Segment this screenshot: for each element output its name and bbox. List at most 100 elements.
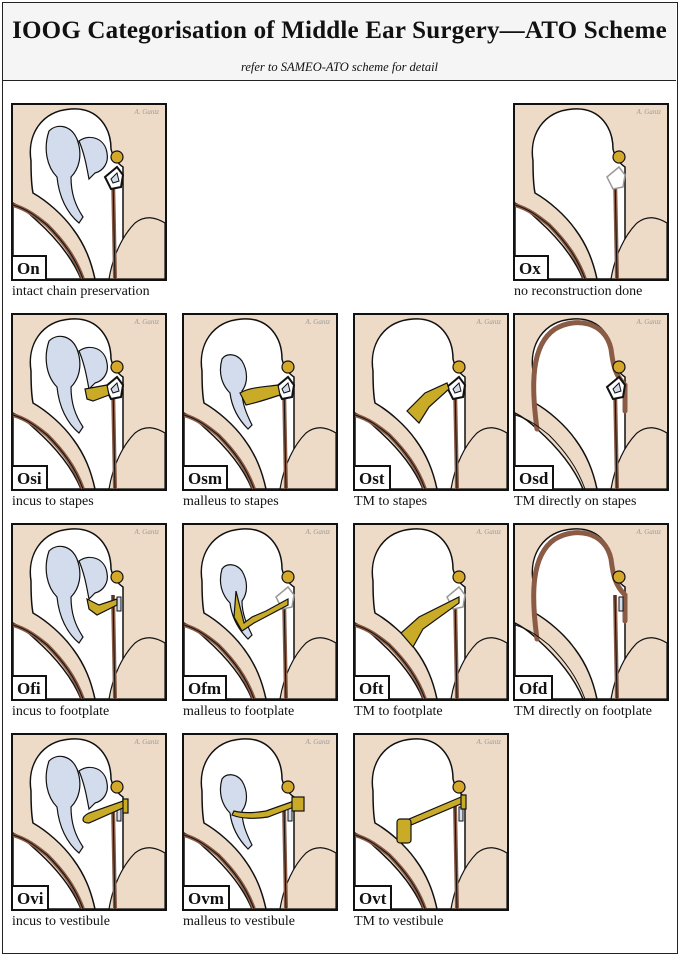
stapes-inner xyxy=(110,382,120,394)
category-code: Osi xyxy=(13,465,48,489)
author-signature: A. Gantz xyxy=(134,108,160,116)
category-code: Osd xyxy=(515,465,555,489)
category-label: TM directly on stapes xyxy=(514,494,637,509)
round-window-marker xyxy=(452,570,466,584)
canal-wall-line xyxy=(515,624,586,699)
incus xyxy=(78,766,108,811)
ear-diagram xyxy=(515,105,667,279)
prosthesis-head xyxy=(396,818,412,844)
malleus xyxy=(45,545,84,644)
author-signature: A. Gantz xyxy=(476,318,502,326)
canal-wall-line xyxy=(13,204,84,279)
category-label: TM directly on footplate xyxy=(514,704,653,719)
canal-wall-line xyxy=(13,624,84,699)
prosthesis-piston xyxy=(122,798,129,814)
category-code: Ox xyxy=(515,255,549,279)
ear-diagram xyxy=(13,105,165,279)
stapes-inner xyxy=(452,382,462,394)
canal-wall-line xyxy=(355,624,426,699)
round-window-marker xyxy=(612,570,626,584)
category-code: On xyxy=(13,255,47,279)
category-code: Ofm xyxy=(184,675,228,699)
promontory-line xyxy=(283,384,287,489)
category-label: TM to stapes xyxy=(354,494,428,509)
round-window-marker xyxy=(281,360,295,374)
round-window-marker xyxy=(612,360,626,374)
author-signature: A. Gantz xyxy=(636,108,662,116)
prosthesis-piston xyxy=(291,796,305,812)
category-code: Ovt xyxy=(355,885,393,909)
author-signature: A. Gantz xyxy=(476,738,502,746)
malleus xyxy=(45,755,84,854)
incus xyxy=(78,556,108,601)
prosthesis xyxy=(400,596,460,649)
ear-diagram xyxy=(13,315,165,489)
category-label: TM to vestibule xyxy=(354,914,444,929)
promontory-line xyxy=(112,174,116,279)
category-code: Ovm xyxy=(184,885,230,909)
category-label: TM to footplate xyxy=(354,704,443,719)
canal-wall-line xyxy=(184,834,255,909)
ear-diagram xyxy=(355,315,507,489)
canal-wall-line xyxy=(13,834,84,909)
middle-ear-cavity xyxy=(515,318,636,489)
author-signature: A. Gantz xyxy=(476,528,502,536)
promontory-line xyxy=(454,594,458,699)
incus xyxy=(78,136,108,181)
category-code: Ost xyxy=(355,465,391,489)
author-signature: A. Gantz xyxy=(305,738,331,746)
author-signature: A. Gantz xyxy=(134,528,160,536)
promontory-line xyxy=(614,174,618,279)
round-window-marker xyxy=(110,780,124,794)
category-label: incus to vestibule xyxy=(12,914,110,929)
promontory-line xyxy=(112,594,116,699)
category-label: malleus to footplate xyxy=(183,704,295,719)
header: IOOG Categorisation of Middle Ear Surger… xyxy=(3,3,676,81)
category-code: Ofd xyxy=(515,675,554,699)
prosthesis xyxy=(86,597,118,616)
category-label: no reconstruction done xyxy=(514,284,643,299)
incus xyxy=(78,346,108,391)
category-code: Osm xyxy=(184,465,228,489)
author-signature: A. Gantz xyxy=(305,318,331,326)
prosthesis xyxy=(233,590,289,632)
ear-diagram xyxy=(184,525,336,699)
ear-diagram xyxy=(515,525,667,699)
round-window-marker xyxy=(452,780,466,794)
promontory-line xyxy=(112,804,116,909)
round-window-marker xyxy=(281,570,295,584)
canal-wall-line xyxy=(184,414,255,489)
promontory-line xyxy=(454,384,458,489)
canal-wall-line xyxy=(355,834,426,909)
malleus xyxy=(45,335,84,434)
prosthesis xyxy=(406,382,450,424)
ear-diagram xyxy=(515,315,667,489)
ear-diagram xyxy=(355,525,507,699)
ear-diagram xyxy=(13,735,165,909)
malleus xyxy=(45,125,84,224)
promontory-line xyxy=(112,384,116,489)
canal-wall-line xyxy=(184,624,255,699)
middle-ear-cavity xyxy=(515,528,636,699)
stapes-removed xyxy=(606,165,626,190)
canal-wall-line xyxy=(13,414,84,489)
stapes-inner xyxy=(110,172,120,184)
author-signature: A. Gantz xyxy=(305,528,331,536)
prosthesis xyxy=(82,800,126,824)
footplate xyxy=(618,596,624,612)
page-subtitle: refer to SAMEO-ATO scheme for detail xyxy=(240,60,439,74)
round-window-marker xyxy=(452,360,466,374)
ear-diagram xyxy=(355,735,507,909)
promontory-line xyxy=(283,594,287,699)
author-signature: A. Gantz xyxy=(134,738,160,746)
